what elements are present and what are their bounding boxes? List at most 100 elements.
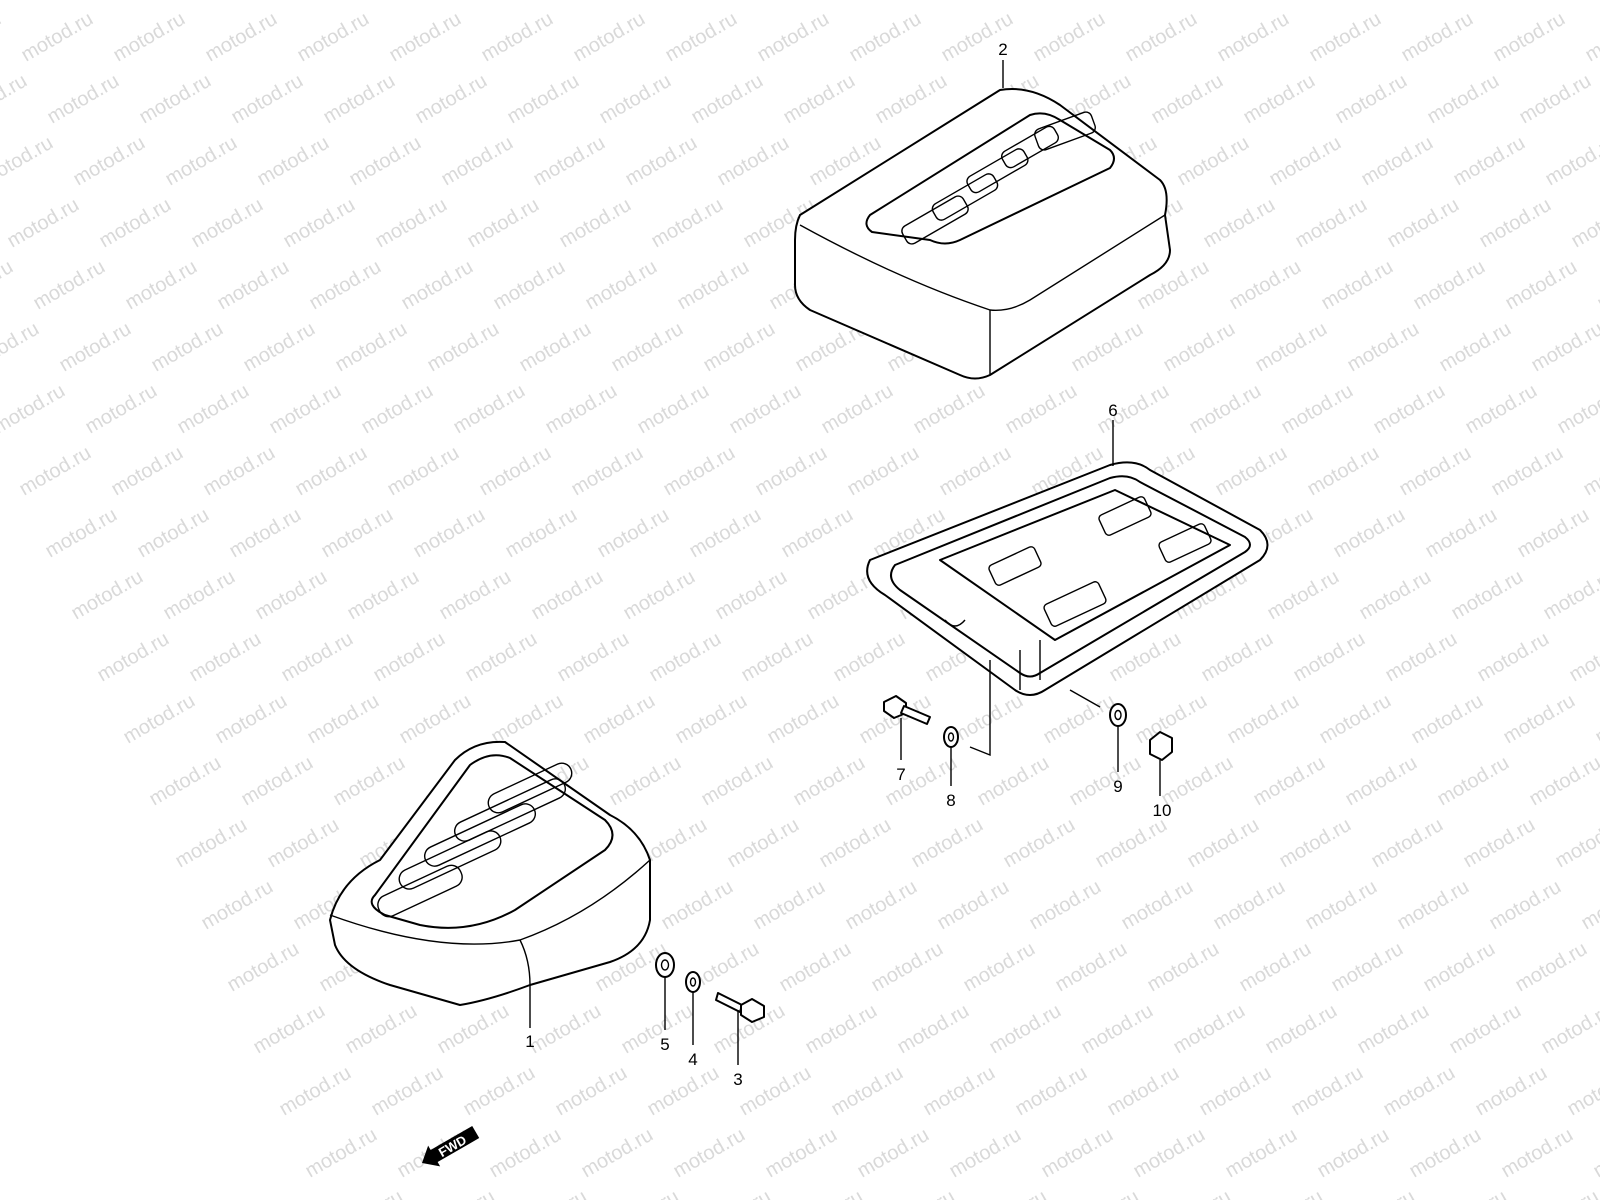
part-2-rear-seat — [794, 88, 1171, 380]
watermark-text: motod.ru — [1170, 1000, 1249, 1059]
watermark-text: motod.ru — [1330, 504, 1409, 563]
watermark-text: motod.ru — [646, 628, 725, 687]
watermark-text: motod.ru — [1540, 566, 1600, 625]
watermark-text: motod.ru — [0, 0, 71, 4]
watermark-text: motod.ru — [1464, 0, 1543, 4]
watermark-text: motod.ru — [1472, 1062, 1551, 1121]
watermark-text: motod.ru — [686, 504, 765, 563]
watermark-text: motod.ru — [570, 8, 649, 67]
watermark-text: motod.ru — [726, 380, 805, 439]
watermark-text: motod.ru — [618, 1000, 697, 1059]
watermark-text: motod.ru — [1292, 194, 1371, 253]
part-3-bolt — [715, 992, 765, 1023]
watermark-text: motod.ru — [328, 1186, 407, 1200]
watermark-text: motod.ru — [1318, 256, 1397, 315]
watermark-text: motod.ru — [516, 318, 595, 377]
watermark-text: motod.ru — [780, 70, 859, 129]
watermark-text: motod.ru — [84, 0, 163, 4]
watermark-text: motod.ru — [724, 814, 803, 873]
watermark-text: motod.ru — [596, 70, 675, 129]
watermark-text: motod.ru — [1052, 938, 1131, 997]
watermark-text: motod.ru — [556, 194, 635, 253]
watermark-text: motod.ru — [728, 0, 807, 4]
watermark-text: motod.ru — [174, 380, 253, 439]
watermark-text: motod.ru — [368, 1062, 447, 1121]
watermark-text: motod.ru — [776, 938, 855, 997]
watermark-text: motod.ru — [1502, 256, 1581, 315]
watermark-text: motod.ru — [872, 70, 951, 129]
watermark-text: motod.ru — [636, 0, 715, 4]
watermark-text: motod.ru — [304, 690, 383, 749]
callout-3: 3 — [733, 1070, 742, 1089]
watermark-text: motod.ru — [1460, 814, 1539, 873]
watermark-text: motod.ru — [276, 1062, 355, 1121]
watermark-text: motod.ru — [688, 70, 767, 129]
watermark-text: motod.ru — [894, 1000, 973, 1059]
watermark-text: motod.ru — [1188, 0, 1267, 4]
watermark-text: motod.ru — [1512, 938, 1591, 997]
watermark-text: motod.ru — [1566, 628, 1600, 687]
watermark-text: motod.ru — [1462, 380, 1541, 439]
watermark-text: motod.ru — [122, 256, 201, 315]
watermark-text: motod.ru — [0, 256, 17, 315]
watermark-text: motod.ru — [1488, 442, 1567, 501]
part-9-washer — [1109, 703, 1127, 727]
watermark-text: motod.ru — [1222, 1124, 1301, 1183]
watermark-text: motod.ru — [526, 1000, 605, 1059]
watermark-text: motod.ru — [528, 566, 607, 625]
watermark-text: motod.ru — [4, 194, 83, 253]
watermark-text: motod.ru — [214, 256, 293, 315]
watermark-text: motod.ru — [1196, 1062, 1275, 1121]
watermark-text: motod.ru — [108, 442, 187, 501]
watermark-text: motod.ru — [396, 690, 475, 749]
watermark-text: motod.ru — [96, 194, 175, 253]
watermark-text: motod.ru — [0, 132, 57, 191]
watermark-text: motod.ru — [946, 1124, 1025, 1183]
watermark-text: motod.ru — [1026, 876, 1105, 935]
watermark-text: motod.ru — [842, 876, 921, 935]
callout-1: 1 — [525, 1032, 534, 1051]
watermark-text: motod.ru — [620, 566, 699, 625]
watermark-text: motod.ru — [948, 690, 1027, 749]
callout-2: 2 — [998, 40, 1007, 59]
watermark-text: motod.ru — [1432, 1186, 1511, 1200]
watermark-text: motod.ru — [1434, 752, 1513, 811]
watermark-text: motod.ru — [424, 318, 503, 377]
watermark-text: motod.ru — [1582, 8, 1600, 67]
watermark-text: motod.ru — [486, 1124, 565, 1183]
watermark-text: motod.ru — [1306, 8, 1385, 67]
watermark-text: motod.ru — [1248, 1186, 1327, 1200]
watermark-text: motod.ru — [360, 0, 439, 4]
watermark-text: motod.ru — [1280, 0, 1359, 4]
watermark-text: motod.ru — [342, 1000, 421, 1059]
watermark-text: motod.ru — [280, 194, 359, 253]
watermark-text: motod.ru — [70, 132, 149, 191]
watermark-text: motod.ru — [1342, 752, 1421, 811]
watermark-text: motod.ru — [1224, 690, 1303, 749]
watermark-text: motod.ru — [1328, 938, 1407, 997]
watermark-text: motod.ru — [1104, 1062, 1183, 1121]
watermark-text: motod.ru — [1528, 318, 1600, 377]
watermark-text: motod.ru — [370, 628, 449, 687]
callout-6: 6 — [1108, 401, 1117, 420]
watermark-text: motod.ru — [1524, 1186, 1600, 1200]
watermark-text: motod.ru — [830, 628, 909, 687]
part-5-washer — [655, 952, 675, 978]
watermark-text: motod.ru — [868, 938, 947, 997]
watermark-text: motod.ru — [554, 628, 633, 687]
watermark-text: motod.ru — [672, 690, 751, 749]
watermark-text: motod.ru — [712, 566, 791, 625]
watermark-text: motod.ru — [578, 1124, 657, 1183]
watermark-text: motod.ru — [358, 380, 437, 439]
watermark-text: motod.ru — [1448, 566, 1527, 625]
watermark-text: motod.ru — [436, 566, 515, 625]
watermark-text: motod.ru — [420, 1186, 499, 1200]
watermark-text: motod.ru — [1474, 628, 1553, 687]
watermark-text: motod.ru — [778, 504, 857, 563]
watermark-text: motod.ru — [398, 256, 477, 315]
part-10-nut — [1149, 731, 1173, 761]
watermark-text: motod.ru — [912, 0, 991, 4]
watermark-text: motod.ru — [136, 70, 215, 129]
watermark-text: motod.ru — [512, 1186, 591, 1200]
watermark-text: motod.ru — [1564, 1062, 1600, 1121]
